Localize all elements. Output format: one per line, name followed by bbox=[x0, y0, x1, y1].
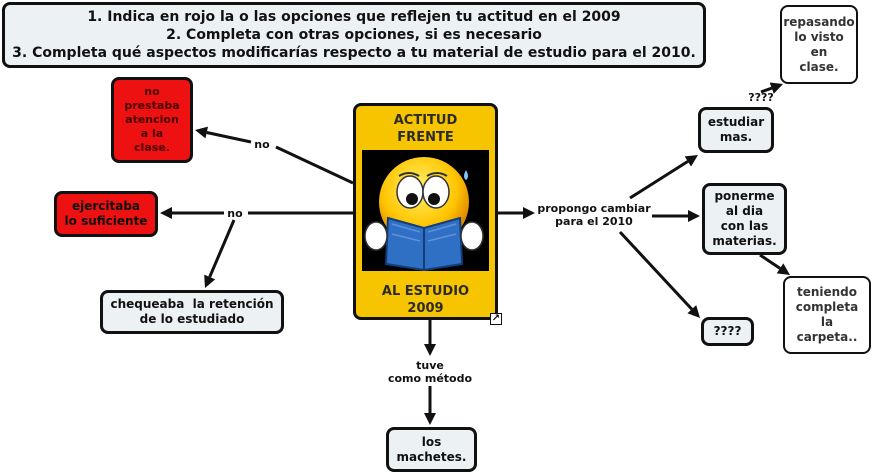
arrow-to-chequeaba-head bbox=[204, 274, 216, 288]
arrow-to-ejercitaba-head bbox=[160, 207, 172, 219]
instruction-line-1: 1. Indica en rojo la o las opciones que … bbox=[87, 9, 621, 25]
instruction-line-3: 3. Completa qué aspectos modificarías re… bbox=[12, 45, 696, 61]
arrow-to-machetes-head bbox=[424, 413, 436, 425]
arrow-to-estudiar-head bbox=[684, 155, 698, 167]
center-title-bottom: AL ESTUDIO 2009 bbox=[381, 284, 470, 316]
arrow-to-unknown-shaft bbox=[618, 230, 693, 311]
node-los-machetes[interactable]: los machetes. bbox=[386, 427, 477, 472]
link-label-no-1: no bbox=[254, 138, 270, 151]
node-no-prestaba-atencion[interactable]: no prestaba atencion a la clase. bbox=[111, 77, 193, 163]
arrow-to-unknown-head bbox=[687, 305, 700, 318]
arrow-to-repasando-head bbox=[769, 82, 783, 94]
arrow-to-repasando-shaft bbox=[760, 86, 773, 94]
arrow-to-no-prestaba-head bbox=[195, 126, 208, 139]
arrow-to-no-prestaba-shaft bbox=[206, 131, 252, 144]
central-concept-node[interactable]: ACTITUD FRENTE bbox=[353, 103, 498, 320]
shortcut-arrow-icon[interactable]: ↗ bbox=[490, 313, 502, 325]
node-ejercitaba[interactable]: ejercitaba lo suficiente bbox=[54, 191, 158, 237]
link-label-no-2: no bbox=[227, 207, 243, 220]
node-repasando[interactable]: repasando lo visto en clase. bbox=[780, 5, 858, 84]
link-label-tuve-como-metodo: tuve como método bbox=[387, 359, 473, 385]
arrow-to-ponerme-head bbox=[688, 210, 700, 222]
center-title-top: ACTITUD FRENTE bbox=[393, 113, 458, 145]
arrow-to-propongo-head bbox=[523, 207, 535, 219]
arrow-to-tuve-head bbox=[424, 344, 436, 356]
arrow-to-teniendo-head bbox=[776, 263, 790, 275]
instruction-line-2: 2. Completa con otras opciones, si es ne… bbox=[166, 27, 542, 43]
instructions-box: 1. Indica en rojo la o las opciones que … bbox=[2, 2, 706, 68]
link-label-propongo-cambiar: propongo cambiar para el 2010 bbox=[537, 202, 651, 228]
node-teniendo-completa[interactable]: teniendo completa la carpeta.. bbox=[783, 276, 871, 354]
smiley-reading-book-icon bbox=[362, 150, 489, 272]
link-label-question: ???? bbox=[748, 91, 774, 104]
node-unknown[interactable]: ???? bbox=[701, 317, 754, 346]
edge-center-to-no1 bbox=[275, 145, 354, 185]
node-chequeaba[interactable]: chequeaba la retención de lo estudiado bbox=[100, 290, 284, 334]
node-estudiar-mas[interactable]: estudiar mas. bbox=[698, 107, 774, 153]
arrow-to-estudiar-shaft bbox=[629, 160, 689, 200]
arrow-to-teniendo-shaft bbox=[759, 253, 781, 270]
arrow-to-chequeaba-shaft bbox=[208, 219, 236, 278]
node-ponerme-al-dia[interactable]: ponerme al dia con las materias. bbox=[702, 183, 787, 255]
